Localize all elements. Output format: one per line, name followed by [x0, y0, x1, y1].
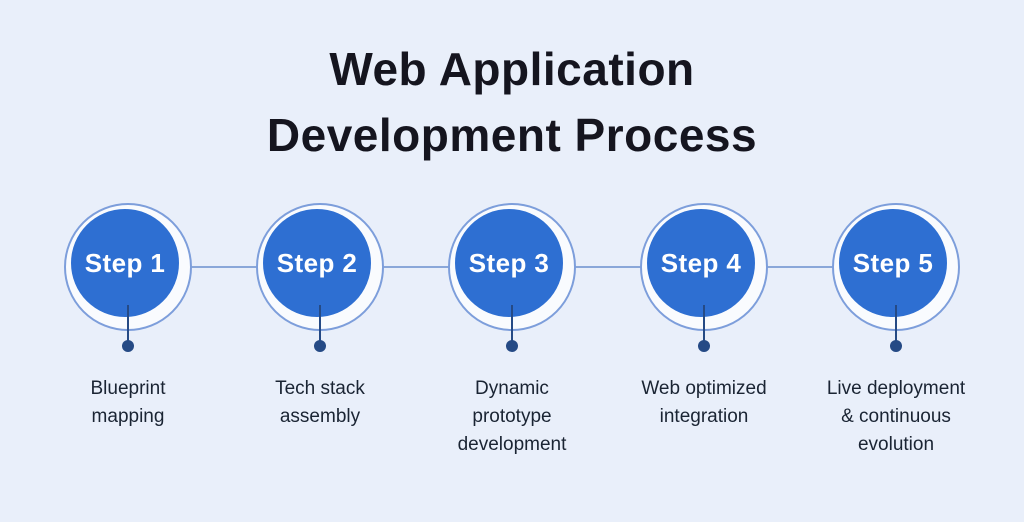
- step-3-pointer-dot: [506, 340, 518, 352]
- step-column-5: Step 5 Live deployment & continuous evol…: [800, 203, 992, 459]
- step-3-circle: Step 3: [448, 203, 576, 352]
- step-1-label: Step 1: [84, 247, 166, 278]
- step-2-circle: Step 2: [256, 203, 384, 352]
- step-1-pointer-line: [127, 305, 129, 345]
- step-5-pointer-line: [895, 305, 897, 345]
- step-4-pointer-line: [703, 305, 705, 345]
- step-2-pointer-dot: [314, 340, 326, 352]
- step-3-pointer-line: [511, 305, 513, 345]
- step-5-pointer-dot: [890, 340, 902, 352]
- step-5-caption: Live deployment & continuous evolution: [826, 378, 966, 455]
- step-4-pointer-dot: [698, 340, 710, 352]
- step-column-3: Step 3 Dynamic prototype development: [416, 203, 608, 459]
- step-2-label: Step 2: [276, 247, 358, 278]
- step-column-4: Step 4 Web optimized integration: [608, 203, 800, 459]
- step-5-label: Step 5: [852, 247, 934, 278]
- step-5-circle-fill: Step 5: [839, 209, 947, 317]
- process-timeline: Step 1 Blueprint mapping Step 2 Tech sta…: [0, 203, 1024, 459]
- step-1-circle: Step 1: [64, 203, 192, 352]
- step-2-caption: Tech stack assembly: [275, 378, 365, 427]
- step-1-circle-fill: Step 1: [71, 209, 179, 317]
- step-4-circle-fill: Step 4: [647, 209, 755, 317]
- step-3-circle-fill: Step 3: [455, 209, 563, 317]
- step-5-circle: Step 5: [832, 203, 960, 352]
- step-1-caption: Blueprint mapping: [90, 378, 166, 427]
- step-4-circle: Step 4: [640, 203, 768, 352]
- step-3-caption: Dynamic prototype development: [457, 378, 567, 455]
- step-4-label: Step 4: [660, 247, 742, 278]
- infographic-canvas: Web Application Development Process Step…: [0, 36, 1024, 522]
- step-3-label: Step 3: [468, 247, 550, 278]
- step-column-2: Step 2 Tech stack assembly: [224, 203, 416, 459]
- step-2-pointer-line: [319, 305, 321, 345]
- step-2-circle-fill: Step 2: [263, 209, 371, 317]
- page-title: Web Application Development Process: [266, 43, 758, 161]
- step-column-1: Step 1 Blueprint mapping: [32, 203, 224, 459]
- step-1-pointer-dot: [122, 340, 134, 352]
- step-4-caption: Web optimized integration: [641, 378, 767, 427]
